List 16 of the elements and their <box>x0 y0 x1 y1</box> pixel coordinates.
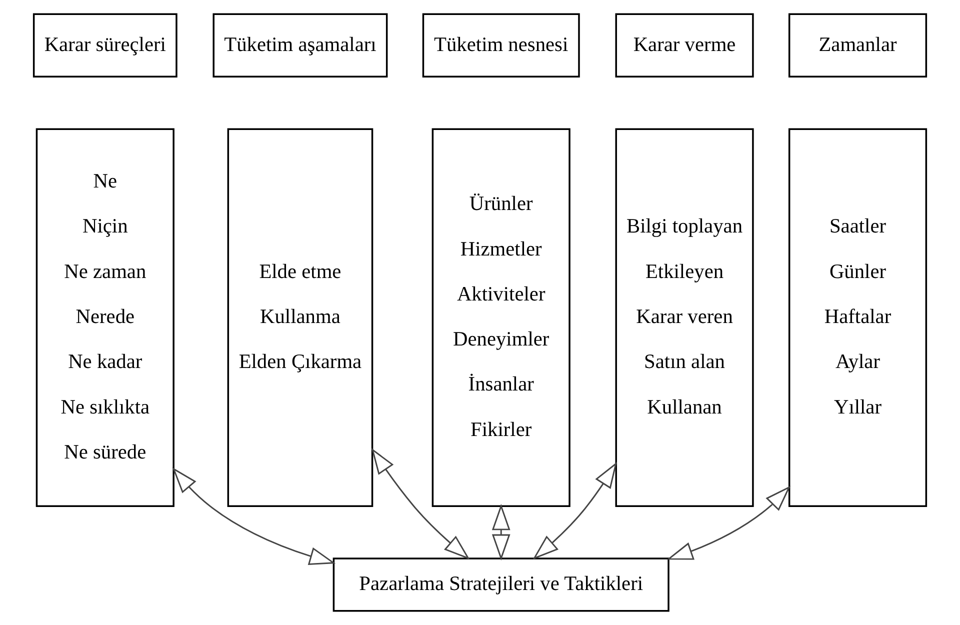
node-box: Tüketim aşamaları <box>212 13 388 78</box>
node-box: Ne Niçin Ne zaman Nerede Ne kadar Ne sıklıkta Ne sürede <box>36 128 174 507</box>
node-box: Elde etme Kullanma Elden Çıkarma <box>227 128 374 507</box>
arrow <box>532 462 618 560</box>
node-box: Zamanlar <box>788 13 928 78</box>
arrow <box>666 486 791 560</box>
node-box: Karar verme <box>615 13 754 78</box>
node-box: Karar süreçleri <box>32 13 178 78</box>
arrow <box>172 467 336 565</box>
node-box: Saatler Günler Haftalar Aylar Yıllar <box>788 128 928 507</box>
arrow <box>371 448 470 560</box>
node-box: Pazarlama Stratejileri ve Taktikleri <box>332 558 670 612</box>
node-box: Tüketim nesnesi <box>422 13 580 78</box>
arrow <box>492 504 510 560</box>
node-box: Bilgi toplayan Etkileyen Karar veren Satın alan Kullanan <box>615 128 754 507</box>
node-box: Ürünler Hizmetler Aktiviteler Deneyimler İnsanlar Fikirler <box>432 128 570 507</box>
